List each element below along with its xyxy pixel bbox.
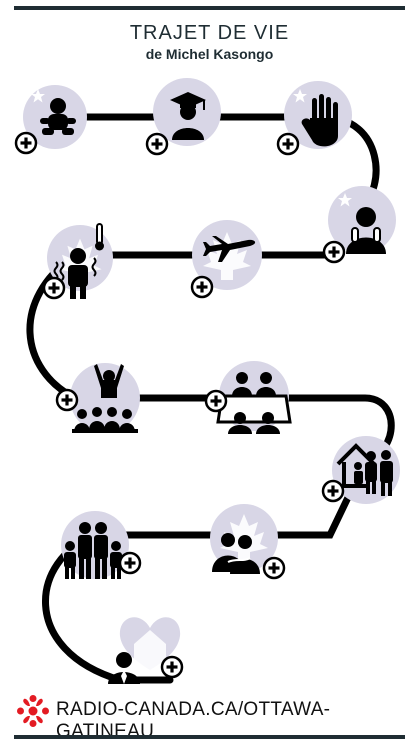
expand-plus-icon[interactable] [118, 551, 142, 575]
expand-plus-icon[interactable] [42, 276, 66, 300]
page-title: TRAJET DE VIE [129, 22, 290, 44]
milestone-family-house[interactable] [321, 436, 400, 504]
milestone-scared-person[interactable] [322, 186, 396, 264]
top-rule [14, 6, 405, 10]
scared-person-icon [346, 207, 386, 254]
milestone-airplane[interactable] [190, 220, 262, 299]
expand-plus-icon[interactable] [14, 131, 38, 155]
milestone-baby[interactable] [14, 85, 87, 155]
baby-icon [40, 98, 76, 135]
businessman-icon [108, 652, 140, 684]
expand-plus-icon[interactable] [276, 132, 300, 156]
expand-plus-icon[interactable] [55, 388, 79, 412]
radio-canada-logo-icon[interactable] [16, 694, 50, 728]
milestone-large-family[interactable] [61, 511, 142, 579]
heart-house-icon [119, 617, 181, 670]
milestone-businessman[interactable] [108, 617, 184, 684]
family-house-icon [336, 443, 393, 496]
bottom-rule [14, 735, 405, 739]
expand-plus-icon[interactable] [322, 240, 346, 264]
expand-plus-icon[interactable] [190, 275, 214, 299]
airplane-icon [203, 236, 256, 262]
expand-plus-icon[interactable] [204, 389, 228, 413]
milestone-graduate[interactable] [145, 78, 221, 156]
expand-plus-icon[interactable] [160, 655, 184, 679]
graduate-icon [170, 92, 206, 140]
meeting-table-icon [216, 372, 292, 434]
milestone-couple[interactable] [210, 504, 286, 580]
sick-person-thermometer-icon [53, 223, 104, 299]
couple-icon [212, 533, 260, 574]
expand-plus-icon[interactable] [262, 556, 286, 580]
raised-hand-icon [301, 94, 338, 147]
page-subtitle: de Michel Kasongo [145, 46, 274, 62]
milestone-crowd[interactable] [55, 363, 140, 433]
milestone-meeting[interactable] [204, 361, 292, 434]
expand-plus-icon[interactable] [321, 479, 345, 503]
expand-plus-icon[interactable] [145, 132, 169, 156]
milestone-sick-person[interactable] [42, 223, 113, 300]
milestone-raised-hand[interactable] [276, 81, 352, 156]
large-family-icon [64, 522, 122, 579]
person-crowd-icon [72, 364, 138, 433]
